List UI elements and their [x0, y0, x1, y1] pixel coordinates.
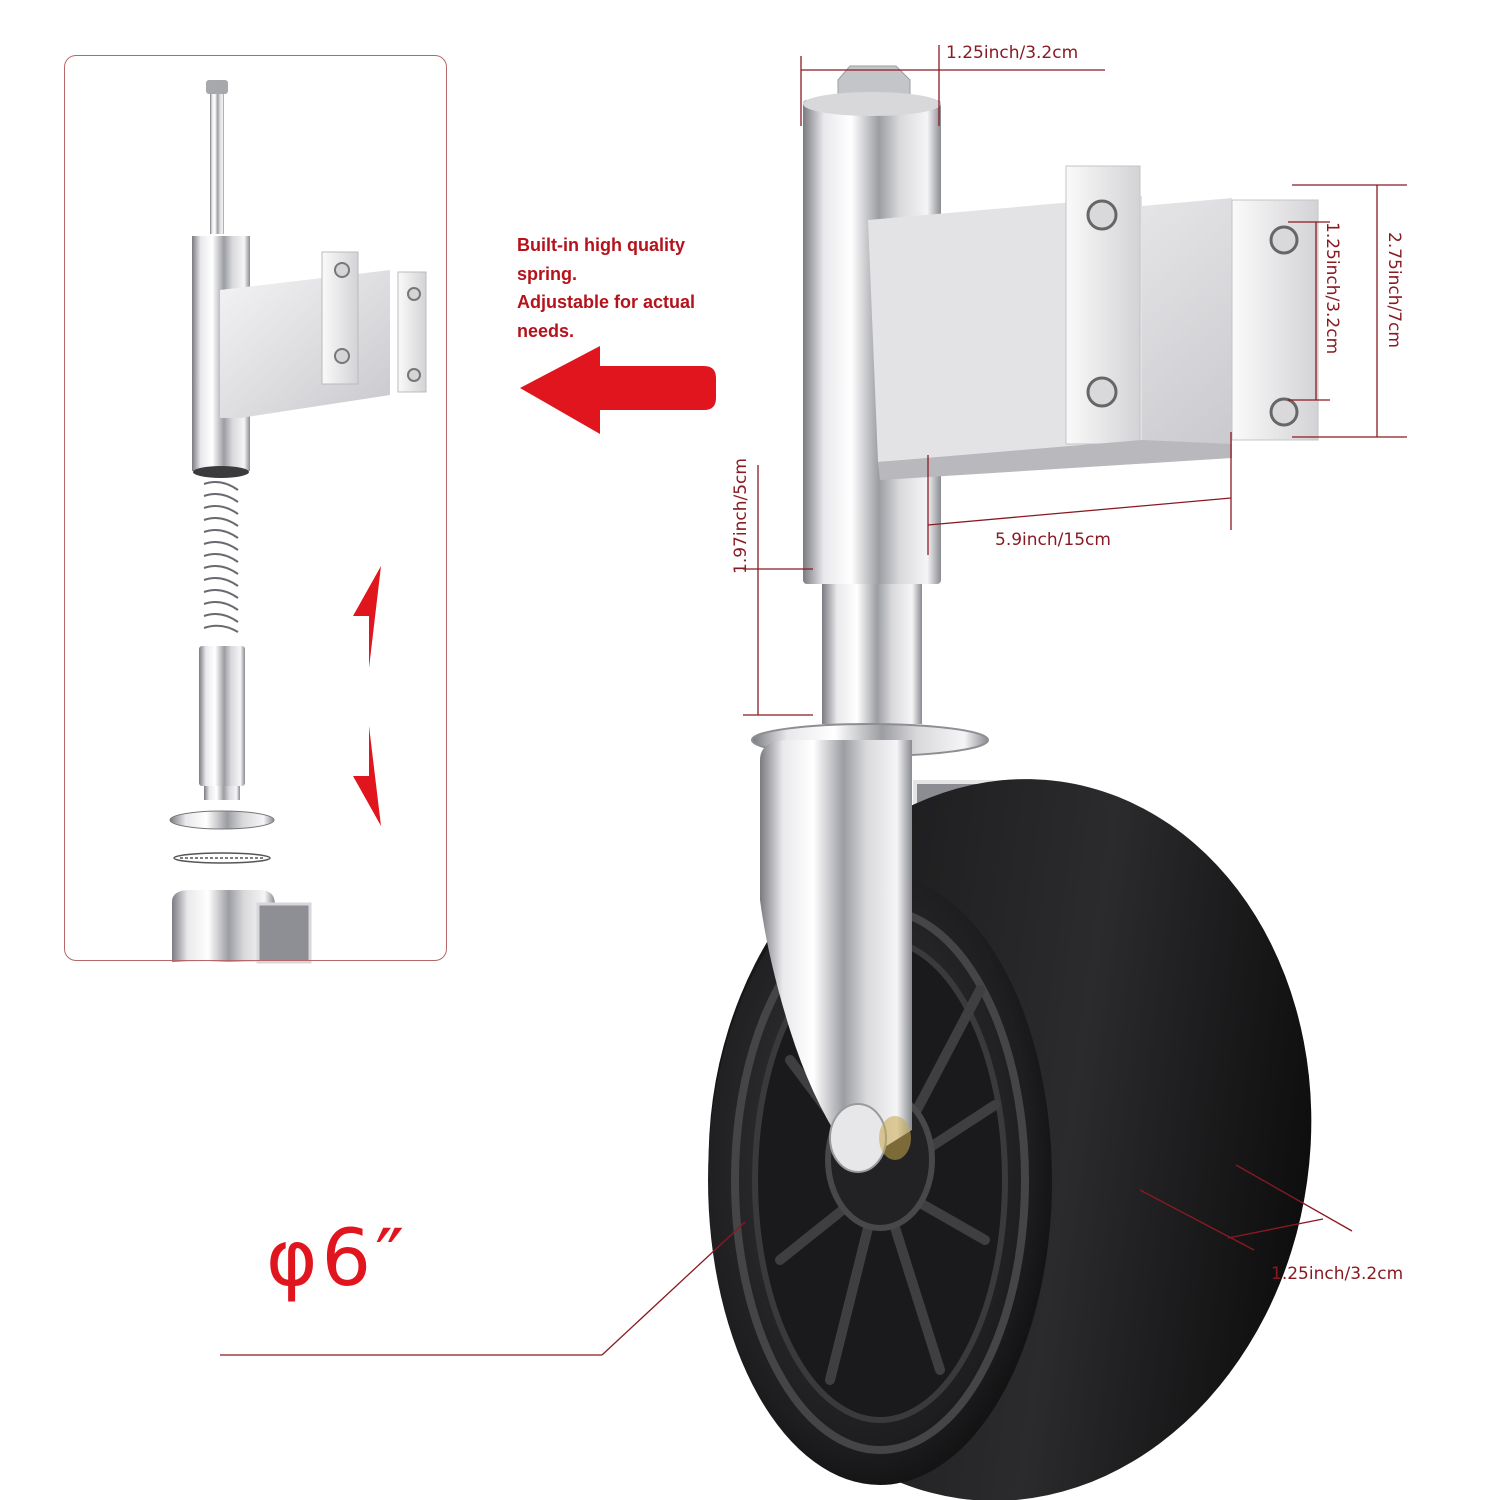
callout-line: Adjustable for actual	[517, 292, 696, 312]
main-jack-assembly	[708, 65, 1319, 1500]
stem-height-label: 1.97inch/5cm	[731, 458, 751, 574]
callout-line: needs.	[517, 320, 575, 341]
exploded-view	[169, 80, 427, 964]
exploded-view-frame	[64, 55, 447, 961]
spring-callout: Built-in high quality spring. Adjustable…	[517, 231, 695, 345]
wheel-width-label: 1.25inch/3.2cm	[1271, 1264, 1404, 1284]
arrow-down-icon	[353, 726, 381, 826]
bracket-length-label: 5.9inch/15cm	[995, 530, 1111, 550]
dimension-lines	[220, 45, 1407, 1356]
bracket-height-label: 2.75inch/7cm	[1384, 232, 1404, 348]
hole-spacing-label: 1.25inch/3.2cm	[1322, 222, 1342, 355]
wheel-diameter-label: φ6″	[266, 1214, 409, 1304]
arrow-left-icon	[520, 346, 716, 434]
top-bolt-width-label: 1.25inch/3.2cm	[946, 43, 1079, 63]
callout-line: spring.	[517, 263, 578, 284]
callout-line: Built-in high quality	[517, 235, 685, 255]
arrow-up-icon	[353, 566, 381, 668]
